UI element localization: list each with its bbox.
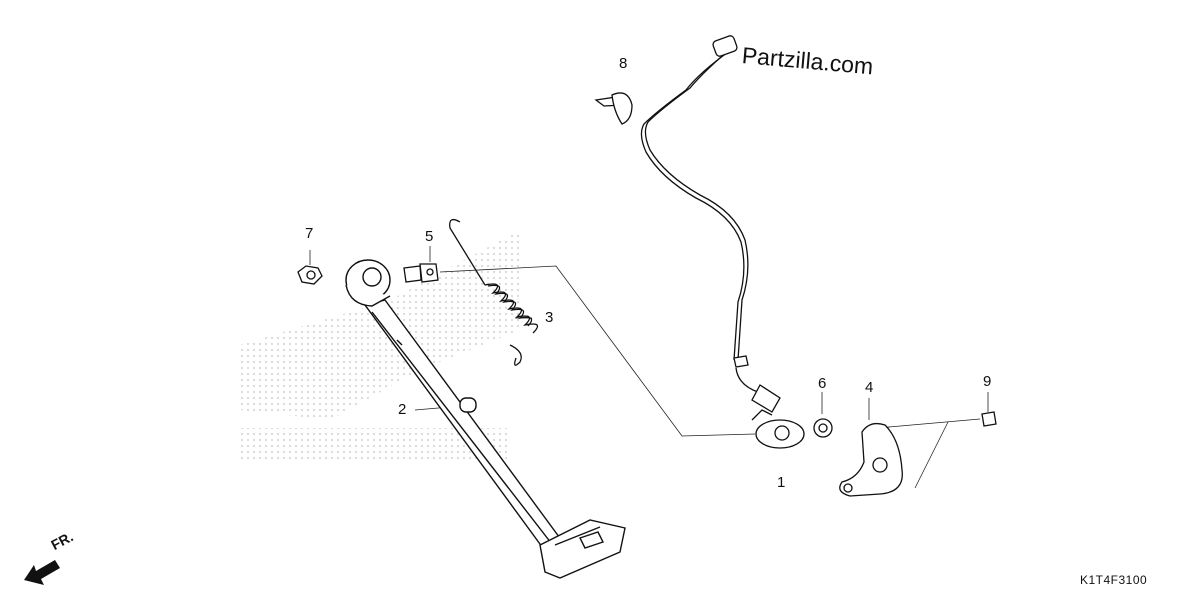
callout-1[interactable]: 1 [777,474,786,491]
nut[interactable] [297,265,323,285]
collar[interactable] [813,418,833,438]
callout-3[interactable]: 3 [545,309,554,326]
callout-7[interactable]: 7 [305,225,314,242]
callout-6[interactable]: 6 [818,375,827,392]
callout-5[interactable]: 5 [425,228,434,245]
switch-bracket[interactable] [839,422,903,497]
side-stand[interactable] [345,259,626,579]
wire-clamp[interactable] [594,92,633,125]
side-stand-switch[interactable] [640,35,805,449]
diagram-code: K1T4F3100 [1080,573,1148,587]
front-direction-arrow [24,560,60,585]
callout-2[interactable]: 2 [398,401,407,418]
callout-9[interactable]: 9 [983,373,992,390]
callout-4[interactable]: 4 [865,379,874,396]
bolt[interactable] [403,263,439,283]
small-bolt[interactable] [981,411,997,427]
leader-bolt-to-switch [439,265,756,437]
leader-lines [309,246,989,489]
spring[interactable] [449,218,539,366]
callout-8[interactable]: 8 [619,55,628,72]
